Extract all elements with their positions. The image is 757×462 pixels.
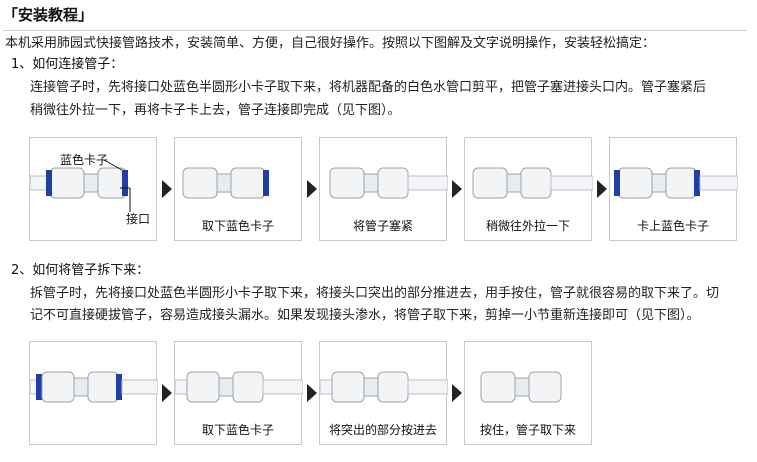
step-caption: 稍微往外拉一下 <box>485 219 570 233</box>
section-title: 「安装教程」 <box>3 6 94 24</box>
fitting-illustration <box>30 371 158 403</box>
next-step-arrow <box>307 384 317 402</box>
fitting-illustration <box>472 167 593 199</box>
port-callout: 接口 <box>126 212 151 226</box>
section2-heading: 2、如何将管子拆下来： <box>11 263 150 278</box>
step-caption: 取下蓝色卡子 <box>201 423 274 437</box>
next-step-arrow <box>162 384 172 402</box>
intro-text: 本机采用肺园式快接管路技术，安装简单、方便，自己很好操作。按照以下图解及文字说明… <box>5 36 656 51</box>
connect-step-4: 稍微往外拉一下 <box>464 137 593 241</box>
remove-step-1 <box>29 341 158 445</box>
next-step-arrow <box>307 180 317 198</box>
step-caption: 将管子塞紧 <box>352 219 413 233</box>
next-step-arrow <box>452 384 462 402</box>
section1-text-line2: 稍微往外拉一下，再将卡子卡上去，管子连接即完成（见下图）。 <box>30 103 401 118</box>
connect-step-3: 将管子塞紧 <box>319 137 448 241</box>
step-caption: 按住，管子取下来 <box>479 423 576 437</box>
section2-text-line1: 拆管子时，先将接口处蓝色半圆形小卡子取下来，将接头口突出的部分推进去，用手按住，… <box>30 286 720 301</box>
fitting-illustration <box>320 371 448 403</box>
remove-step-3: 将突出的部分按进去 <box>319 341 448 445</box>
next-step-arrow <box>162 180 172 198</box>
remove-step-2: 取下蓝色卡子 <box>174 341 303 445</box>
fitting-illustration <box>614 167 738 199</box>
fitting-illustration <box>175 371 303 403</box>
connect-step-5: 卡上蓝色卡子 <box>609 137 738 241</box>
section1-text-line1: 连接管子时，先将接口处蓝色半圆形小卡子取下来，将机器配备的白色水管口剪平，把管子… <box>30 80 707 95</box>
connect-step-1: 蓝色卡子 接口 <box>29 137 157 241</box>
fitting-illustration <box>30 159 131 212</box>
section1-heading: 1、如何连接管子： <box>11 57 124 72</box>
fitting-illustration <box>480 371 562 403</box>
blue-clip-callout: 蓝色卡子 <box>60 153 109 167</box>
step-caption: 取下蓝色卡子 <box>201 219 274 233</box>
step-caption: 将突出的部分按进去 <box>328 423 437 437</box>
step-caption: 卡上蓝色卡子 <box>636 219 709 233</box>
next-step-arrow <box>597 180 607 198</box>
title-divider <box>3 30 747 31</box>
section2-text-line2: 记不可直接硬拔管子，容易造成接头漏水。如果发现接头渗水，将管子取下来，剪掉一小节… <box>30 308 700 323</box>
next-step-arrow <box>452 180 462 198</box>
remove-step-4: 按住，管子取下来 <box>464 341 592 445</box>
connect-step-2: 取下蓝色卡子 <box>174 137 302 241</box>
fitting-illustration <box>182 167 269 199</box>
fitting-illustration <box>329 167 448 199</box>
